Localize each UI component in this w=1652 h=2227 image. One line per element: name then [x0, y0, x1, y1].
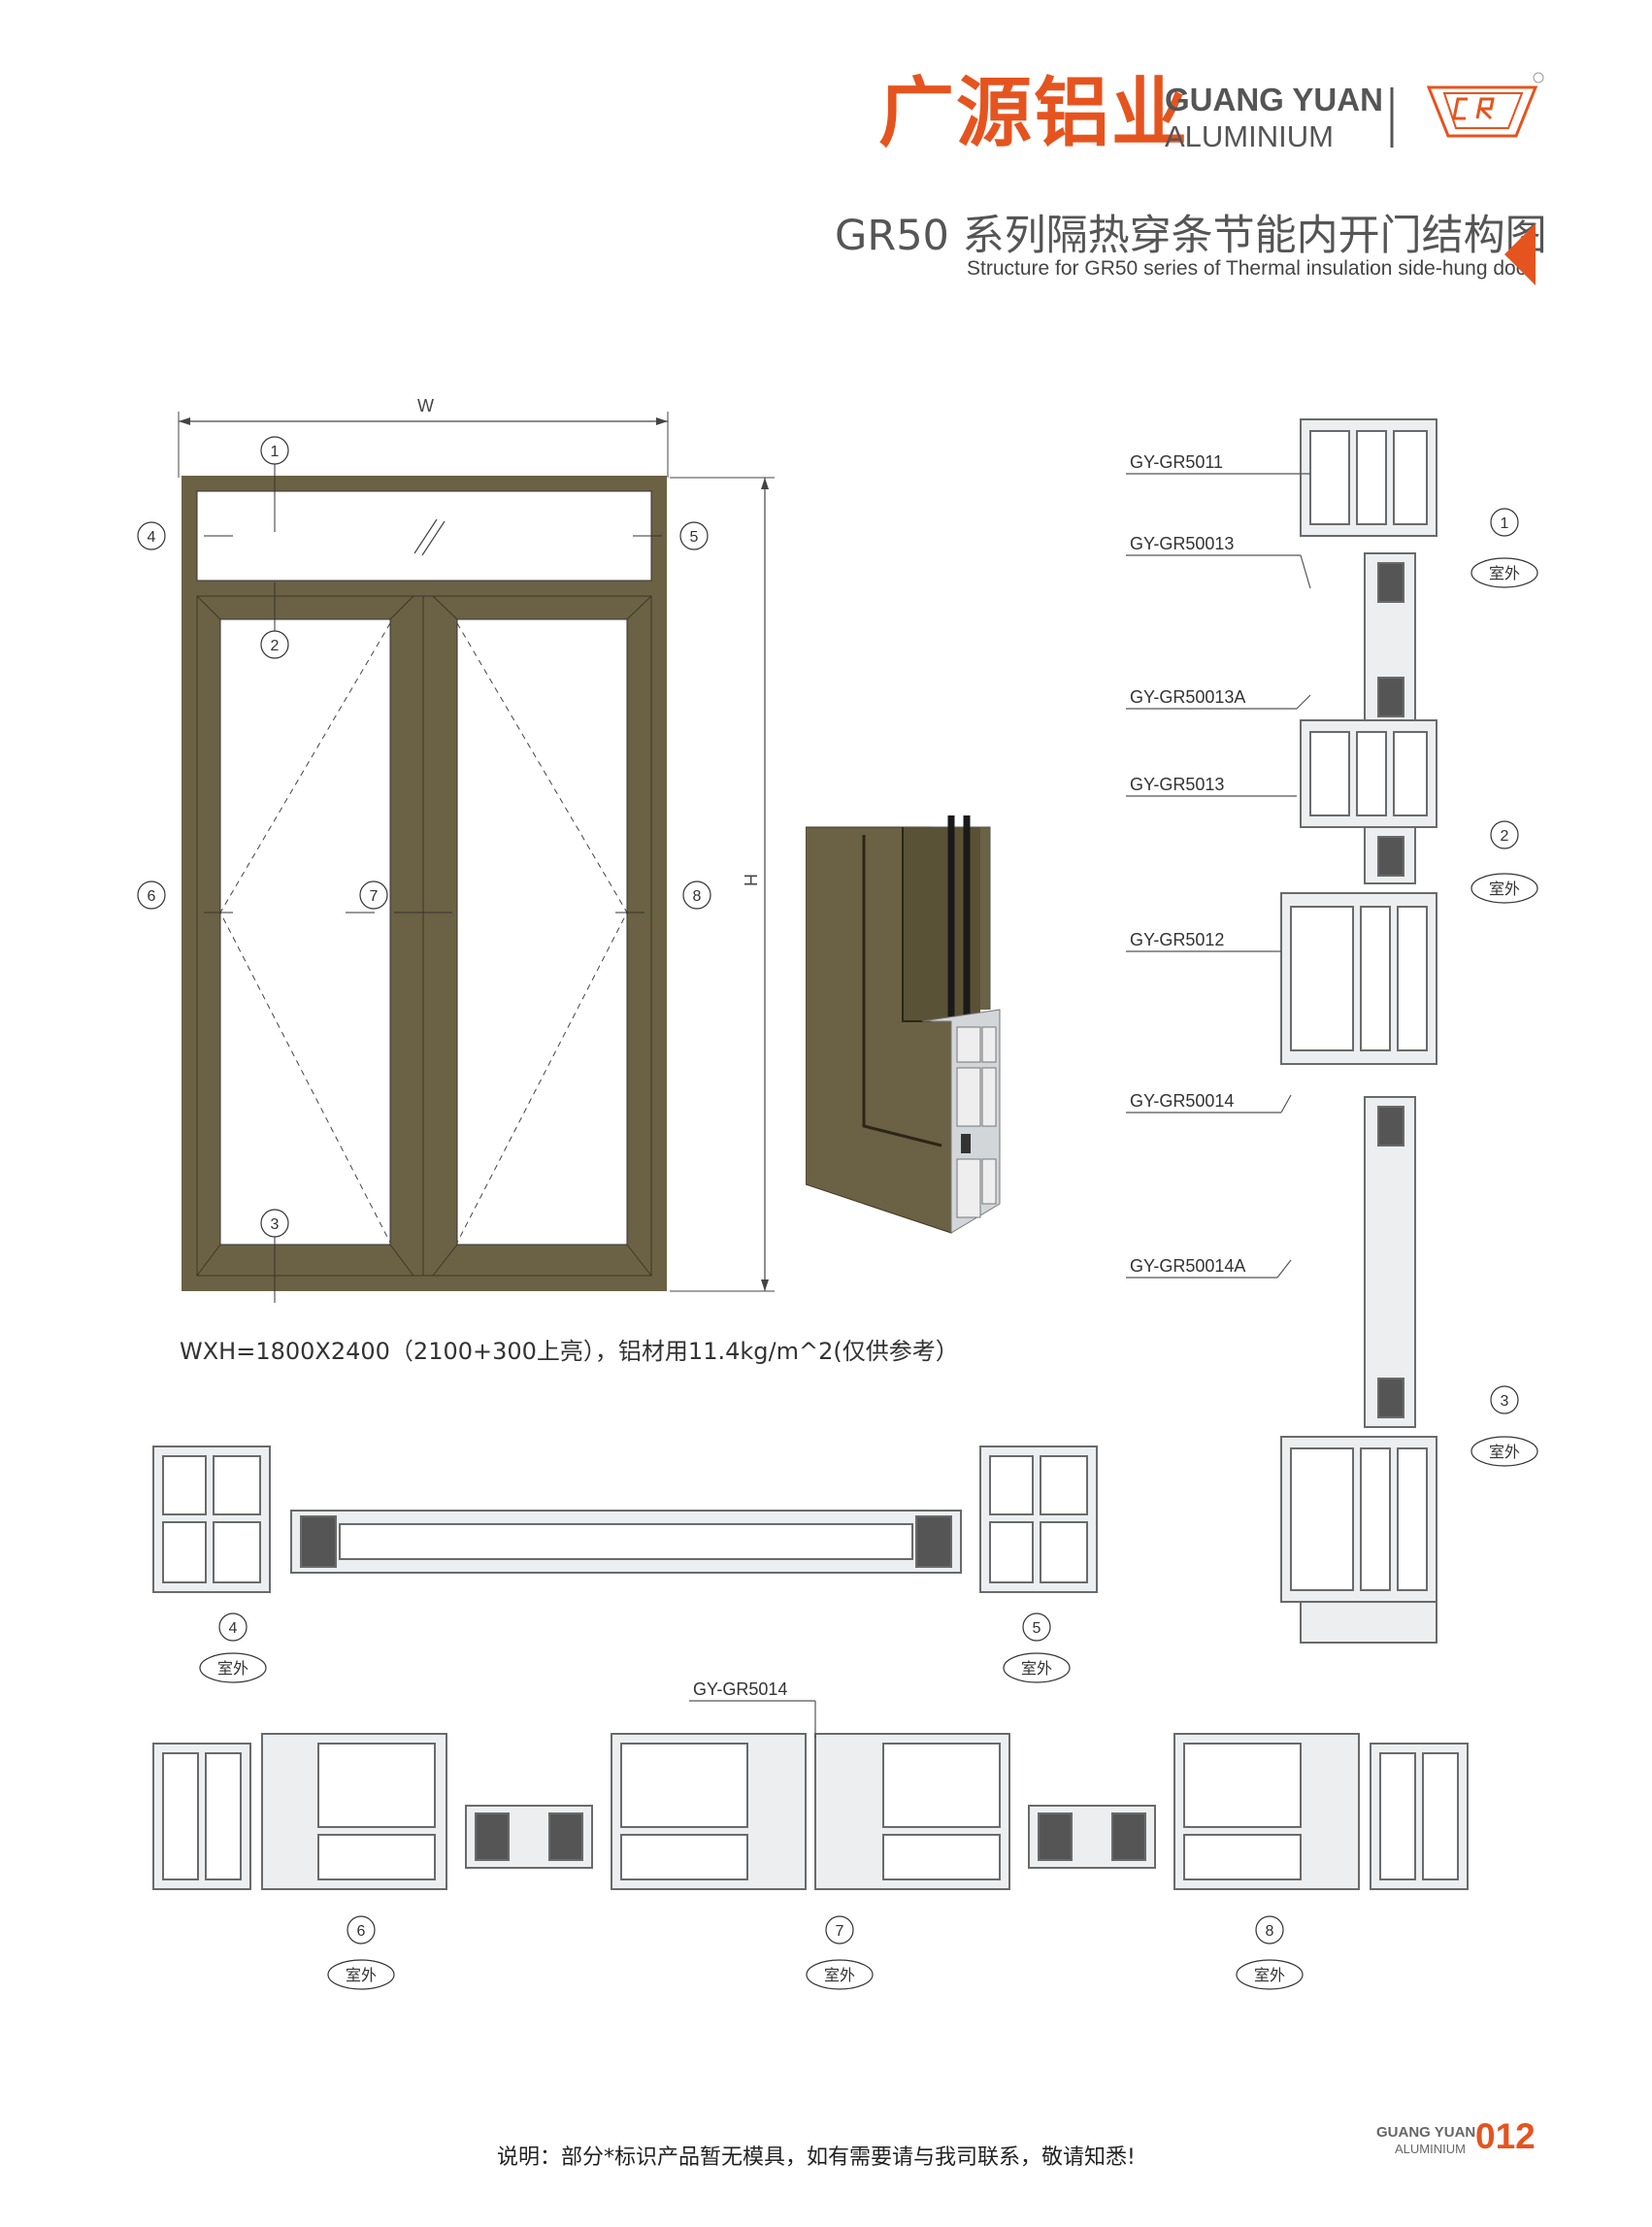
marker-4: 4 — [148, 529, 156, 546]
title-arrow-icon — [1504, 223, 1536, 285]
bsection-marker-7: 7 — [836, 1923, 844, 1940]
outside-label: 室外 — [1489, 565, 1520, 582]
page-number: 012 — [1475, 2116, 1536, 2156]
vsection-marker-2: 2 — [1501, 828, 1509, 845]
marker-2: 2 — [271, 638, 280, 654]
brand-name-en: GUANG YUAN — [1165, 82, 1383, 117]
tsection-marker-4: 4 — [229, 1620, 238, 1637]
spec-text: WXH=1800X2400（2100+300上亮），铝材用11.4kg/m^2(… — [180, 1338, 959, 1365]
profile-gy-gr5014: GY-GR5014 — [693, 1679, 787, 1699]
marker-3: 3 — [271, 1216, 280, 1233]
page-title-en: Structure for GR50 series of Thermal ins… — [967, 257, 1535, 280]
brand-name-en-sub: ALUMINIUM — [1165, 119, 1334, 153]
marker-1: 1 — [271, 444, 280, 460]
profile-gy-gr50013a: GY-GR50013A — [1130, 687, 1245, 707]
outside-label: 室外 — [1489, 881, 1520, 898]
profile-gy-gr50014: GY-GR50014 — [1130, 1091, 1234, 1111]
profile-gy-gr50013: GY-GR50013 — [1130, 534, 1234, 553]
door-elevation: W H 1 — [137, 396, 775, 1303]
top-horizontal-section: 4 5 室外 室外 — [152, 1446, 1098, 1683]
outside-label: 室外 — [1489, 1444, 1520, 1461]
gr-logo-icon — [1390, 72, 1544, 148]
outside-label: 室外 — [1021, 1660, 1052, 1678]
outside-label: 室外 — [346, 1967, 377, 1984]
marker-6: 6 — [148, 888, 156, 905]
footer-brand: GUANG YUAN — [1376, 2124, 1476, 2141]
marker-7: 7 — [370, 888, 379, 905]
outside-label: 室外 — [1254, 1967, 1285, 1984]
height-label: H — [741, 874, 760, 886]
brand-name-cn: 广源铝业 — [878, 70, 1190, 157]
marker-8: 8 — [693, 888, 702, 905]
vsection-marker-1: 1 — [1501, 515, 1509, 532]
tsection-marker-5: 5 — [1033, 1620, 1041, 1637]
profile-gy-gr5011: GY-GR5011 — [1130, 452, 1223, 472]
profile-3d-sample — [806, 815, 1001, 1234]
profile-gy-gr50014a: GY-GR50014A — [1130, 1256, 1245, 1276]
footer-brand-sub: ALUMINIUM — [1395, 2142, 1466, 2156]
vsection-marker-3: 3 — [1501, 1393, 1509, 1410]
footnote: 说明：部分*标识产品暂无模具，如有需要请与我司联系，敬请知悉! — [497, 2145, 1136, 2170]
outside-label: 室外 — [824, 1967, 855, 1984]
profile-gy-gr5012: GY-GR5012 — [1130, 930, 1224, 949]
width-label: W — [417, 396, 434, 415]
outside-label: 室外 — [217, 1660, 248, 1678]
marker-5: 5 — [690, 529, 699, 546]
bottom-horizontal-section: GY-GR5014 6 7 8 室外 室外 室外 — [152, 1679, 1469, 1990]
bsection-marker-6: 6 — [357, 1923, 366, 1940]
bsection-marker-8: 8 — [1266, 1923, 1274, 1940]
vertical-section: GY-GR5011 GY-GR50013 GY-GR50013A GY-GR50… — [1126, 418, 1538, 1644]
profile-gy-gr5013: GY-GR5013 — [1130, 775, 1224, 794]
page-title-cn: GR50 系列隔热穿条节能内开门结构图 — [835, 212, 1547, 260]
